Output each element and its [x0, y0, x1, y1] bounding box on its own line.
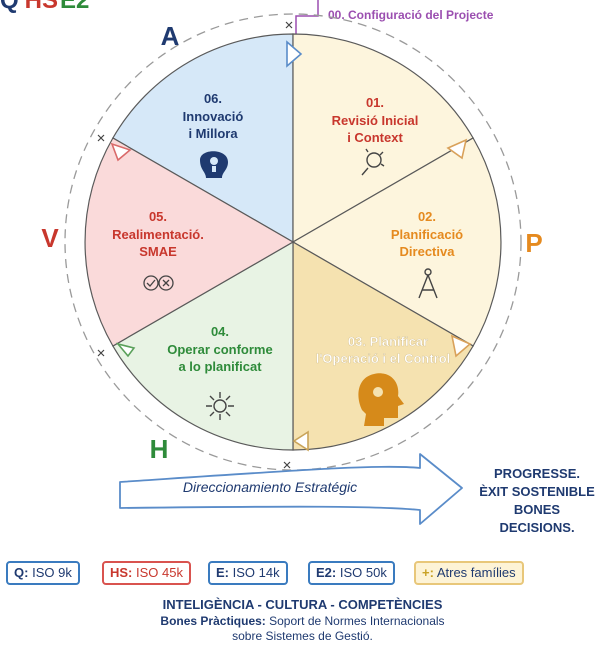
ring-tick-marks: [97, 21, 293, 469]
segments: [84, 33, 502, 451]
brand-title-part-q: Q: [0, 0, 19, 14]
legend-chip-q[interactable]: Q: ISO 9k: [6, 561, 80, 585]
letter-v: V: [41, 223, 59, 253]
segment-05-wedge[interactable]: [84, 137, 295, 347]
lightbulb-head-icon: [200, 151, 228, 178]
segment-03-number: 03. Planificar: [348, 334, 428, 349]
arrow-01-02-icon: [446, 138, 468, 160]
footer-best-practices-label: Bones Pràctiques:: [160, 614, 266, 628]
legend-key-others: +:: [422, 565, 434, 580]
segment-01-wedge[interactable]: [292, 33, 474, 244]
legend-value-e: ISO 14k: [232, 565, 280, 580]
config-bracket: [295, 0, 319, 34]
strategic-arrow-label: Direccionamiento Estratégic: [183, 479, 357, 495]
legend-row: Q: ISO 9k HS: ISO 45k E: ISO 14k E2: ISO…: [6, 561, 601, 587]
outer-dashed-ring: [64, 13, 522, 471]
brand-title-part-e2: E2: [60, 0, 89, 14]
segment-03-title-line1: l'Operació i el Control: [316, 351, 451, 366]
legend-key-e2: E2:: [316, 565, 337, 580]
segment-06-title-line2: i Millora: [188, 126, 238, 141]
legend-chip-e[interactable]: E: ISO 14k: [208, 561, 288, 585]
footer-best-practices-text: Soport de Normes Internacionals: [265, 614, 445, 628]
compass-icon: [418, 268, 438, 299]
segment-02-number: 02.: [418, 209, 436, 224]
segment-01-title-line1: Revisió Inicial: [332, 113, 419, 128]
letter-h: H: [150, 434, 169, 464]
outcome-line-1: PROGRESSE.: [494, 466, 580, 481]
arrow-top-icon: [286, 40, 303, 68]
arrow-05-06-icon: [110, 142, 132, 162]
segment-01-title-line2: i Context: [347, 130, 403, 145]
legend-chip-others[interactable]: +: Atres famílies: [414, 561, 524, 585]
segment-02-title-line1: Planificació: [391, 227, 463, 242]
segment-03-wedge[interactable]: [292, 240, 474, 451]
outcome-line-2: ÈXIT SOSTENIBLE: [479, 484, 595, 499]
brand-title-part-hs: HS: [25, 0, 58, 14]
legend-chip-e2[interactable]: E2: ISO 50k: [308, 561, 395, 585]
arrow-03-04-icon: [292, 430, 309, 452]
outcome-line-4: DECISIONS.: [499, 520, 574, 535]
footer-line-3: sobre Sistemes de Gestió.: [232, 629, 373, 643]
legend-key-q: Q:: [14, 565, 29, 580]
boundary-arrows: [110, 40, 472, 452]
outcome-line-3: BONES: [514, 502, 561, 517]
strategic-arrow: [119, 453, 463, 525]
head-gears-icon: [358, 373, 404, 426]
legend-value-q: ISO 9k: [32, 565, 72, 580]
arrow-02-03-icon: [450, 334, 472, 358]
legend-value-others: Atres famílies: [436, 565, 516, 580]
segment-05-title-line1: Realimentació.: [112, 227, 204, 242]
magnifier-gear-icon: [361, 148, 385, 176]
segment-06-wedge[interactable]: [112, 33, 294, 244]
letter-p: P: [525, 228, 542, 258]
arrow-04-05-icon: [115, 342, 136, 358]
outcome-block: PROGRESSE. ÈXIT SOSTENIBLE BONES DECISIO…: [479, 466, 595, 535]
legend-chip-hs[interactable]: HS: ISO 45k: [102, 561, 191, 585]
segment-04-title-line1: Operar conforme: [167, 342, 272, 357]
segment-02-wedge[interactable]: [291, 137, 502, 347]
segment-05-number: 05.: [149, 209, 167, 224]
check-cross-icon: [143, 275, 174, 291]
segment-06-title-line1: Innovació: [183, 109, 244, 124]
segment-05-title-line2: SMAE: [139, 244, 177, 259]
segment-04-number: 04.: [211, 324, 229, 339]
segment-06-number: 06.: [204, 91, 222, 106]
gear-icon: [206, 392, 234, 420]
footer-line-1: INTELIGÈNCIA - CULTURA - COMPETÈNCIES: [162, 597, 443, 612]
legend-key-e: E:: [216, 565, 229, 580]
legend-value-hs: ISO 45k: [136, 565, 183, 580]
segment-04-title-line2: a lo planificat: [178, 359, 262, 374]
config-label: 00. Configuració del Projecte: [328, 8, 494, 22]
footer-line-2: Bones Pràctiques: Soport de Normes Inter…: [0, 614, 605, 628]
letter-a: A: [161, 21, 180, 51]
segment-02-title-line2: Directiva: [400, 244, 456, 259]
legend-key-hs: HS:: [110, 565, 133, 580]
brand-title-q: Q HSE2: [0, 0, 89, 14]
segment-01-number: 01.: [366, 95, 384, 110]
legend-value-e2: ISO 50k: [339, 565, 387, 580]
segment-04-wedge[interactable]: [112, 240, 294, 451]
